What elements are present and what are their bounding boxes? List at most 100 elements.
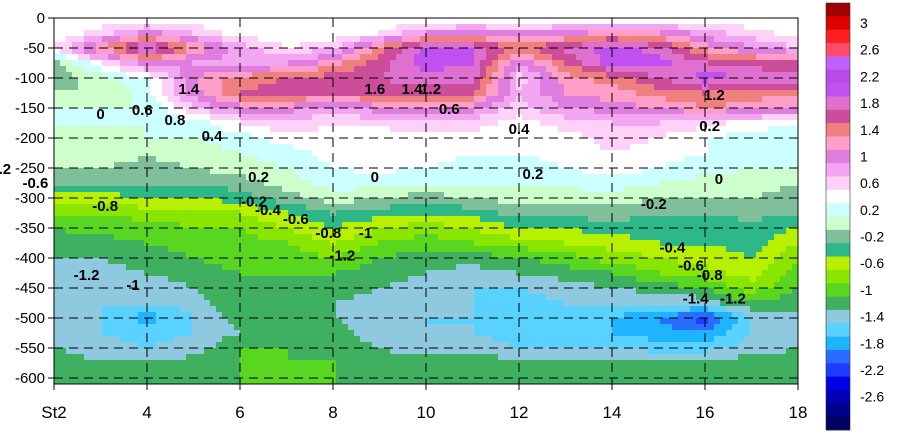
contour-cell: [624, 246, 631, 253]
contour-cell: [354, 204, 361, 211]
contour-cell: [450, 120, 457, 127]
contour-cell: [792, 132, 798, 139]
contour-cell: [348, 66, 355, 73]
contour-cell: [306, 54, 313, 61]
contour-cell: [420, 78, 427, 85]
contour-cell: [528, 30, 535, 37]
contour-cell: [552, 30, 559, 37]
contour-cell: [528, 186, 535, 193]
contour-cell: [498, 150, 505, 157]
contour-cell: [198, 192, 205, 199]
contour-cell: [372, 162, 379, 169]
contour-cell: [72, 180, 79, 187]
contour-cell: [522, 192, 529, 199]
contour-cell: [462, 180, 469, 187]
contour-cell: [384, 204, 391, 211]
contour-cell: [96, 48, 103, 55]
contour-cell: [270, 198, 277, 205]
contour-cell: [594, 204, 601, 211]
contour-cell: [414, 216, 421, 223]
contour-cell: [342, 138, 349, 145]
contour-cell: [180, 198, 187, 205]
contour-cell: [126, 120, 133, 127]
contour-cell: [588, 150, 595, 157]
contour-cell: [204, 42, 211, 49]
contour-cell: [138, 234, 145, 241]
contour-cell: [456, 126, 463, 133]
contour-cell: [270, 168, 277, 175]
contour-cell: [210, 150, 217, 157]
contour-cell: [648, 234, 655, 241]
contour-cell: [252, 228, 259, 235]
contour-cell: [654, 102, 661, 109]
contour-cell: [546, 192, 553, 199]
contour-cell: [348, 210, 355, 217]
contour-cell: [216, 84, 223, 91]
contour-cell: [276, 120, 283, 127]
contour-cell: [276, 222, 283, 229]
contour-cell: [276, 150, 283, 157]
contour-cell: [204, 228, 211, 235]
contour-cell: [342, 48, 349, 55]
contour-cell: [426, 156, 433, 163]
contour-cell: [84, 144, 91, 151]
contour-cell: [480, 138, 487, 145]
contour-cell: [666, 216, 673, 223]
contour-cell: [252, 186, 259, 193]
contour-cell: [378, 156, 385, 163]
contour-cell: [186, 66, 193, 73]
contour-cell: [342, 192, 349, 199]
contour-cell: [402, 126, 409, 133]
contour-cell: [546, 180, 553, 187]
contour-cell: [120, 54, 127, 61]
contour-cell: [378, 108, 385, 115]
contour-cell: [642, 18, 649, 25]
contour-cell: [732, 108, 739, 115]
contour-cell: [240, 24, 247, 31]
contour-cell: [582, 180, 589, 187]
contour-cell: [174, 156, 181, 163]
contour-cell: [768, 102, 775, 109]
contour-cell: [612, 180, 619, 187]
contour-cell: [390, 198, 397, 205]
contour-cell: [492, 72, 499, 79]
contour-cell: [780, 66, 787, 73]
contour-cell: [150, 234, 157, 241]
contour-cell: [438, 138, 445, 145]
contour-cell: [78, 84, 85, 91]
contour-cell: [372, 198, 379, 205]
contour-cell: [702, 132, 709, 139]
contour-cell: [720, 180, 727, 187]
contour-cell: [312, 108, 319, 115]
contour-cell: [456, 54, 463, 61]
contour-cell: [282, 72, 289, 79]
contour-cell: [354, 180, 361, 187]
contour-cell: [372, 114, 379, 121]
contour-cell: [750, 60, 757, 67]
contour-cell: [66, 18, 73, 25]
contour-cell: [564, 150, 571, 157]
contour-cell: [414, 204, 421, 211]
contour-cell: [420, 168, 427, 175]
contour-cell: [792, 168, 798, 175]
contour-cell: [738, 48, 745, 55]
contour-cell: [528, 174, 535, 181]
contour-cell: [420, 42, 427, 49]
contour-cell: [708, 120, 715, 127]
contour-cell: [354, 48, 361, 55]
contour-cell: [264, 54, 271, 61]
contour-cell: [570, 18, 577, 25]
contour-cell: [138, 198, 145, 205]
contour-cell: [762, 102, 769, 109]
contour-cell: [486, 114, 493, 121]
contour-cell: [618, 210, 625, 217]
contour-cell: [120, 84, 127, 91]
contour-cell: [624, 150, 631, 157]
contour-cell: [420, 18, 427, 25]
contour-cell: [732, 186, 739, 193]
contour-cell: [372, 78, 379, 85]
contour-cell: [402, 72, 409, 79]
contour-cell: [702, 114, 709, 121]
contour-cell: [174, 234, 181, 241]
contour-cell: [738, 234, 745, 241]
